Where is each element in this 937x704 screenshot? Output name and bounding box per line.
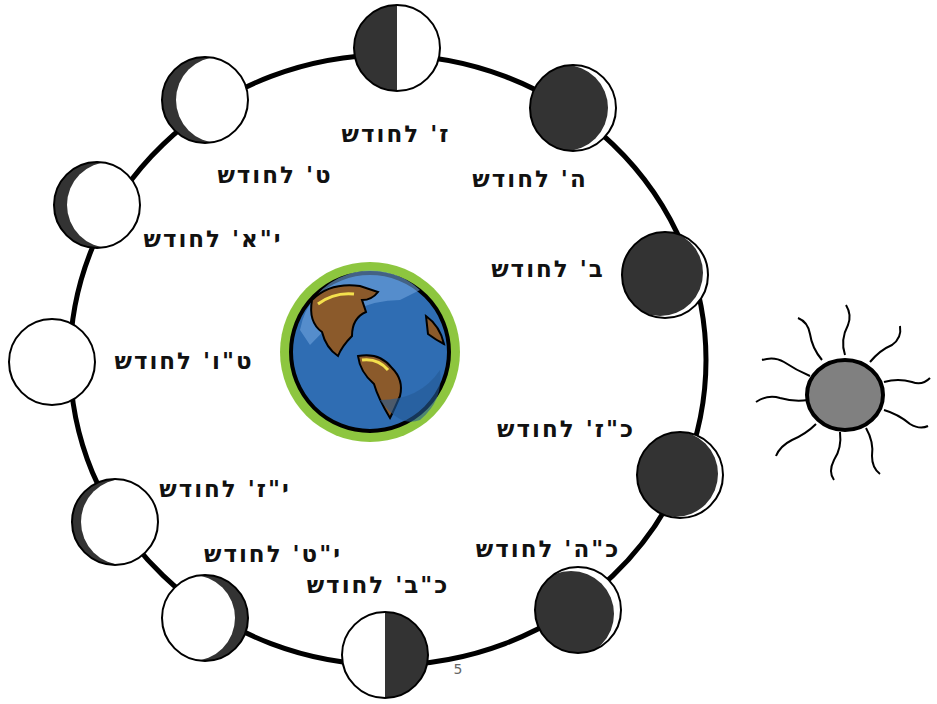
orbit bbox=[70, 55, 706, 665]
earth bbox=[280, 262, 460, 442]
day-label: ב' לחודש bbox=[491, 257, 605, 282]
day-label: כ"ז' לחודש bbox=[497, 417, 635, 442]
day-label: כ"ב' לחודש bbox=[307, 573, 450, 598]
day-label: ה' לחודש bbox=[472, 167, 587, 192]
day-label: ט' לחודש bbox=[217, 163, 332, 188]
day-label: כ"ה' לחודש bbox=[476, 537, 620, 562]
day-label: י"א' לחודש bbox=[143, 227, 282, 252]
day-label: י"ז' לחודש bbox=[159, 477, 291, 502]
day-label: ז' לחודש bbox=[342, 122, 451, 147]
page-number: 5 bbox=[454, 662, 463, 677]
moons bbox=[9, 0, 723, 704]
sun bbox=[756, 305, 930, 480]
day-label: ט"ו' לחודש bbox=[114, 349, 253, 374]
day-label: י"ט' לחודש bbox=[204, 542, 342, 567]
